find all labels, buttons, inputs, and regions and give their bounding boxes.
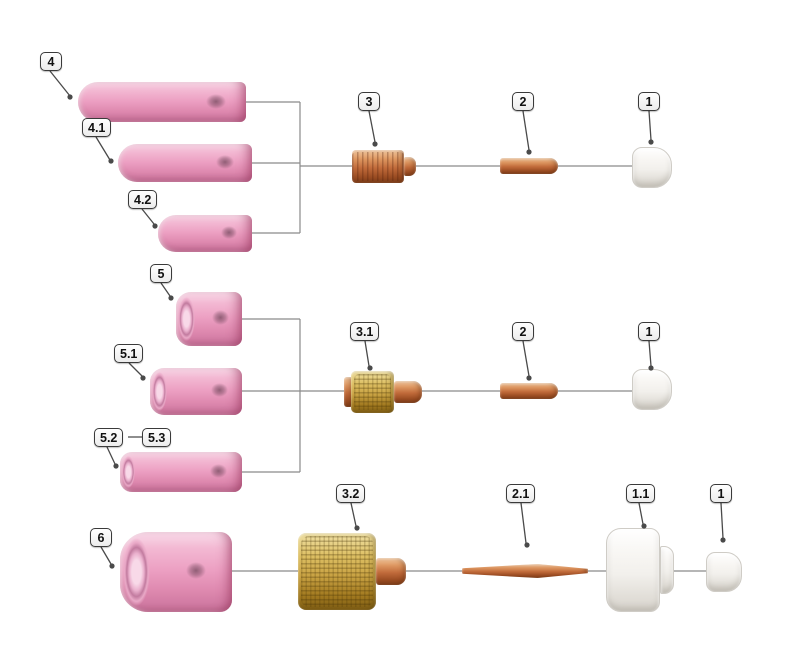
ceramic-cup-nozzle-large	[120, 532, 232, 612]
ceramic-nozzle-medium	[118, 144, 252, 182]
connector-lines-row1	[246, 101, 652, 234]
leader-dot	[720, 537, 726, 543]
gas-lens-body	[351, 371, 394, 413]
back-cap-large-body	[606, 528, 660, 612]
callout-4-1: 4.1	[82, 118, 112, 137]
callout-5-1: 5.1	[114, 344, 144, 363]
gas-lens-screen	[354, 374, 391, 410]
collet-body	[352, 150, 416, 183]
collet	[500, 158, 558, 174]
back-cap-small	[706, 552, 742, 592]
leader-dot	[109, 563, 115, 569]
callout-5-2: 5.2	[94, 428, 124, 447]
leader-dot	[67, 94, 73, 100]
ceramic-cup-nozzle-medium	[150, 368, 242, 415]
ceramic-nozzle-short	[158, 215, 252, 252]
callout-2-mid: 2	[512, 322, 534, 341]
large-gas-lens-body	[298, 533, 376, 610]
collet-body-tip	[404, 157, 416, 176]
part-marking	[186, 562, 206, 579]
nozzle-opening	[122, 456, 135, 488]
callout-1-bottom: 1	[710, 484, 732, 503]
leader-lines	[49, 70, 724, 565]
leader-dot	[526, 149, 532, 155]
leader-dot	[140, 375, 146, 381]
ceramic-nozzle-long	[78, 82, 246, 122]
leader-dot	[152, 223, 158, 229]
ceramic-cup-nozzle-short	[176, 292, 242, 346]
nozzle-opening	[123, 538, 150, 606]
large-gas-lens-tip	[376, 558, 406, 585]
nozzle-opening	[178, 297, 195, 341]
callout-3-2: 3.2	[336, 484, 366, 503]
callout-2-top: 2	[512, 92, 534, 111]
callout-5: 5	[150, 264, 172, 283]
gas-lens-screen	[301, 536, 373, 607]
gas-lens-collet-body	[344, 371, 422, 413]
collet	[500, 383, 558, 399]
callout-5-3: 5.3	[142, 428, 172, 447]
back-cap-large-step	[660, 546, 674, 594]
connector-lines-row2	[242, 318, 652, 473]
part-marking	[216, 155, 234, 169]
wedge-collet-long	[462, 564, 588, 578]
leader-dot	[372, 141, 378, 147]
leader-dot	[367, 365, 373, 371]
leader-dot	[526, 375, 532, 381]
gas-lens-tip	[394, 381, 422, 403]
callout-2-1: 2.1	[506, 484, 536, 503]
nozzle-opening	[152, 372, 167, 411]
callout-4: 4	[40, 52, 62, 71]
callout-1-top: 1	[638, 92, 660, 111]
leader-dot	[524, 542, 530, 548]
leader-dot	[108, 158, 114, 164]
collet-body-barrel	[352, 150, 404, 183]
part-marking	[211, 383, 228, 397]
collet-body-ribs	[352, 152, 404, 181]
part-marking	[206, 94, 226, 109]
callout-6: 6	[90, 528, 112, 547]
ceramic-cup-nozzle-long	[120, 452, 242, 492]
gas-lens-collar	[344, 377, 353, 407]
back-cap-short	[632, 147, 672, 188]
part-marking	[212, 310, 229, 325]
callout-1-mid: 1	[638, 322, 660, 341]
leader-dot	[168, 295, 174, 301]
leader-dot	[641, 523, 647, 529]
large-gas-lens	[298, 533, 406, 610]
part-marking	[221, 226, 237, 239]
callout-4-2: 4.2	[128, 190, 158, 209]
callout-1-1: 1.1	[626, 484, 656, 503]
leader-dot	[354, 525, 360, 531]
leader-dot	[648, 365, 654, 371]
leader-dot	[648, 139, 654, 145]
part-marking	[210, 464, 227, 478]
callout-3: 3	[358, 92, 380, 111]
back-cap-large	[606, 528, 674, 612]
leader-dot	[113, 463, 119, 469]
callout-3-1: 3.1	[350, 322, 380, 341]
